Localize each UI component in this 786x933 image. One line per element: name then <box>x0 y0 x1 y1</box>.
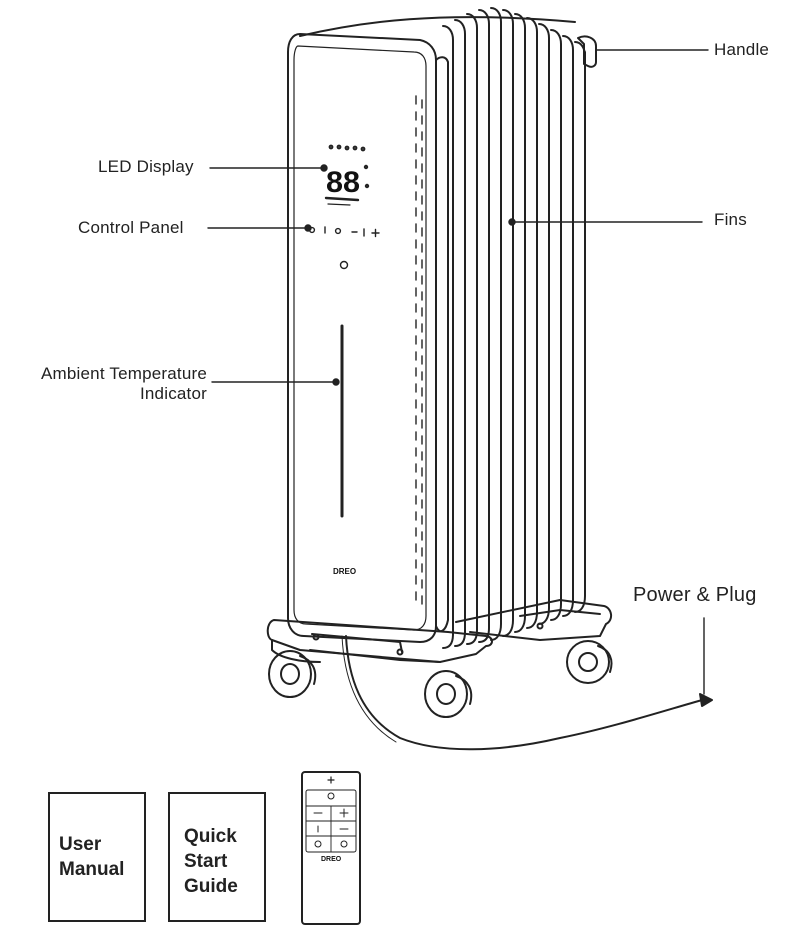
label-fins: Fins <box>714 210 747 229</box>
remote-control <box>301 771 361 925</box>
label-ambient-line-1: Ambient Temperature <box>40 364 207 383</box>
heater-fins <box>299 7 586 649</box>
vent-slots <box>415 95 423 605</box>
wheel-left <box>268 650 317 698</box>
remote-brand-logo: DREO <box>321 856 342 863</box>
user-manual-booklet: User Manual <box>48 792 146 922</box>
quick-start-line-1: Quick <box>184 826 237 847</box>
label-led-display: LED Display <box>98 157 194 176</box>
heater-front-panel <box>287 33 449 643</box>
user-manual-line-1: User <box>59 834 102 855</box>
power-cord <box>341 635 713 751</box>
label-power-plug: Power & Plug <box>633 584 757 606</box>
callout-lines <box>207 49 709 695</box>
led-display <box>324 144 370 206</box>
quick-start-guide-booklet: Quick Start Guide <box>168 792 266 922</box>
quick-start-line-3: Guide <box>184 876 238 897</box>
heater-base <box>266 599 612 663</box>
remote-buttons <box>313 792 349 848</box>
heater-brand-logo: DREO <box>333 567 356 576</box>
label-control-panel: Control Panel <box>78 218 184 237</box>
led-digits: 88 <box>326 166 360 199</box>
label-handle: Handle <box>714 40 770 59</box>
label-ambient-indicator: Ambient Temperature Indicator <box>2 364 207 404</box>
wheel-right <box>566 640 613 684</box>
user-manual-line-2: Manual <box>59 859 125 880</box>
quick-start-line-2: Start <box>184 851 228 872</box>
wheel-front <box>424 670 473 718</box>
label-ambient-line-2: Indicator <box>139 384 207 403</box>
control-panel-keys <box>308 226 380 270</box>
